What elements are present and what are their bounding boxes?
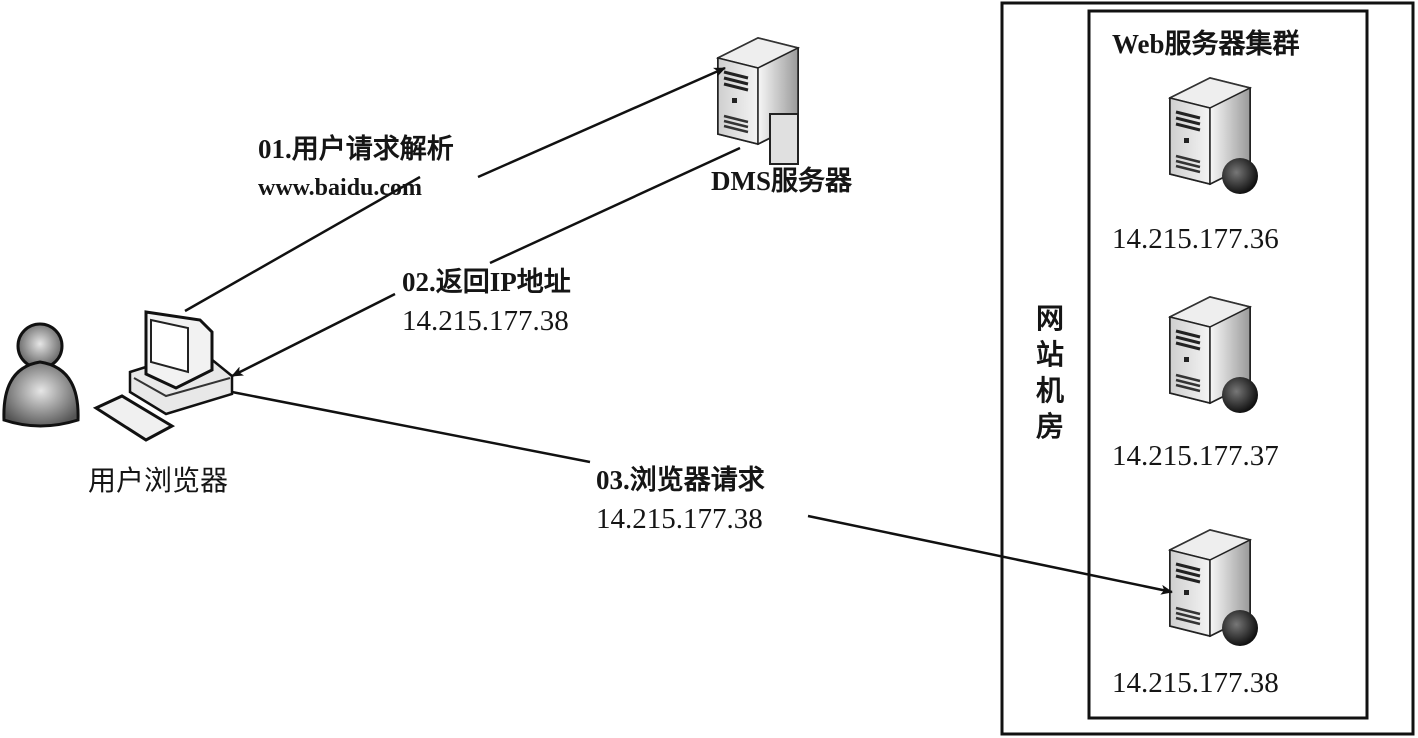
web-server-icon-2 — [1168, 295, 1258, 413]
edge-03-browser-request — [231, 390, 1173, 595]
edge-02-step-label: 02.返回IP地址 — [402, 267, 571, 297]
dms-server-icon — [716, 36, 800, 165]
person-icon — [2, 322, 80, 428]
web-server-icon-3 — [1168, 528, 1258, 646]
datacenter-label: 网站机房 — [1035, 304, 1064, 443]
computer-icon — [92, 310, 234, 442]
edge-02-return — [231, 146, 741, 378]
dms-server-label: DMS服务器 — [711, 166, 852, 196]
datacenter-box — [1000, 1, 1415, 736]
server-3-ip: 14.215.177.38 — [1112, 667, 1279, 699]
web-cluster-title: Web服务器集群 — [1112, 29, 1300, 59]
web-server-icon-1 — [1168, 76, 1258, 194]
edge-01-step-label: 01.用户请求解析 — [258, 134, 454, 164]
edge-03-ip-label: 14.215.177.38 — [596, 503, 763, 535]
edge-02-ip-label: 14.215.177.38 — [402, 305, 569, 337]
server-1-ip: 14.215.177.36 — [1112, 223, 1279, 255]
edge-01-domain-label: www.baidu.com — [258, 175, 423, 201]
server-2-ip: 14.215.177.37 — [1112, 440, 1279, 472]
user-browser-label: 用户浏览器 — [88, 466, 229, 497]
edge-03-step-label: 03.浏览器请求 — [596, 465, 765, 495]
web-cluster-box — [1087, 9, 1369, 720]
edge-01-request — [184, 66, 726, 313]
